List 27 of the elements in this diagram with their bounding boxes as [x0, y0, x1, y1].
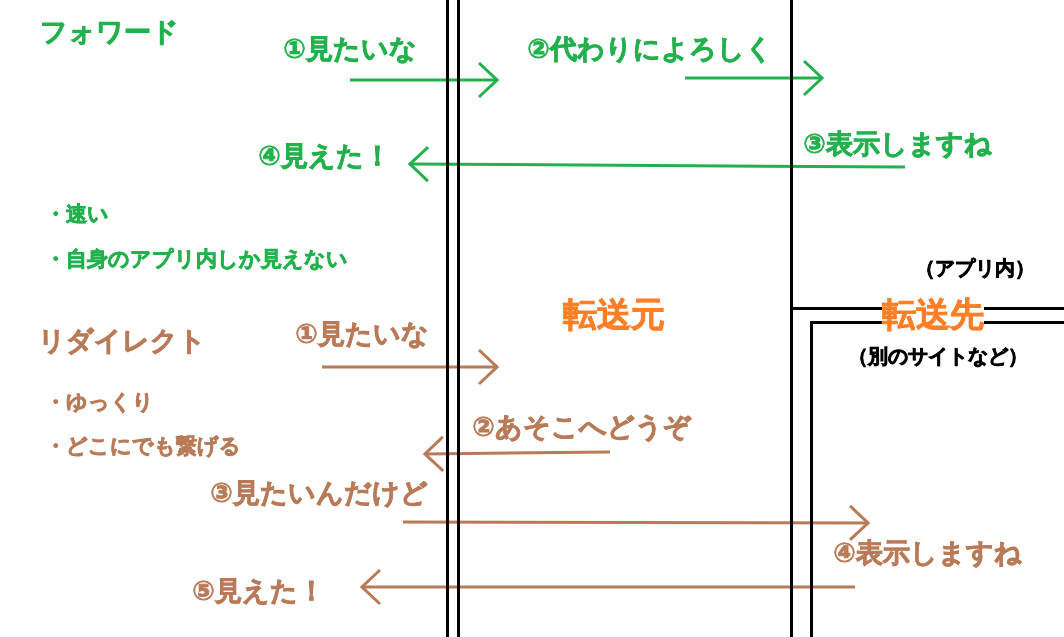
region-caption: （別のサイトなど）: [848, 346, 1028, 366]
arrow: [403, 504, 870, 542]
arrow: [350, 61, 499, 99]
edge-label: ④表示しますね: [833, 539, 1022, 566]
section-heading: リダイレクト: [38, 327, 206, 354]
reply-text: ④見えた！: [258, 142, 391, 169]
bullet-item: ・どこにでも繋げる: [45, 436, 241, 457]
arrow: [408, 145, 905, 183]
lane-band: [446, 0, 793, 637]
region-label: 転送先: [882, 297, 984, 331]
edge-label: ②代わりによろしく: [527, 35, 773, 62]
bullet-item: ・速い: [45, 204, 109, 225]
bullet-item: ・ゆっくり: [45, 392, 154, 413]
bullet-item: ・自身のアプリ内しか見えない: [45, 249, 348, 270]
section-heading: フォワード: [40, 18, 179, 45]
edge-label: ③表示しますね: [803, 130, 992, 157]
edge-label: ②あそこへどうぞ: [472, 413, 691, 440]
reply-text: ⑤見えた！: [192, 577, 325, 604]
arrow: [423, 435, 610, 473]
lane-title: 転送元: [563, 297, 665, 331]
arrow: [322, 348, 499, 386]
edge-label: ①見たいな: [283, 35, 417, 62]
region-caption: （アプリ内）: [915, 258, 1035, 278]
arrow: [685, 59, 824, 97]
arrow: [360, 568, 855, 606]
edge-label: ③見たいんだけど: [210, 479, 428, 506]
edge-label: ①見たいな: [295, 320, 429, 347]
